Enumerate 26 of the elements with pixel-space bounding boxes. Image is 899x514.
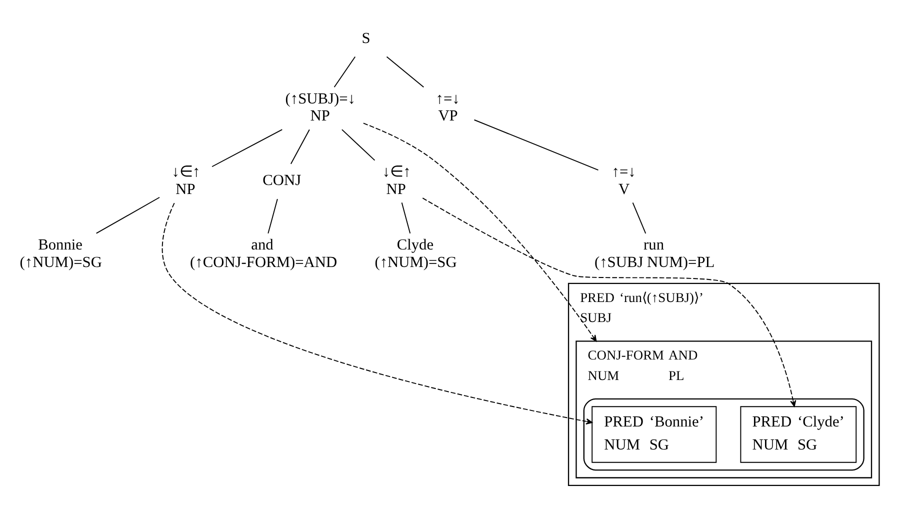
node-text: CONJ [262, 172, 302, 189]
node-text: ↓∈↑ NP [382, 163, 411, 198]
node-text: S [362, 29, 370, 46]
node-text: (↑SUBJ)=↓ NP [285, 90, 356, 124]
connector [268, 198, 278, 234]
connector [632, 202, 646, 234]
node-text: Clyde (↑NUM)=SG [374, 236, 457, 270]
connector [290, 128, 310, 164]
arrow [162, 202, 593, 424]
connector [334, 56, 356, 88]
node-text: and (↑CONJ-FORM)=AND [190, 236, 338, 270]
node-text: Bonnie (↑NUM)=SG [20, 236, 102, 270]
node-text: ↑=↓ V [612, 163, 636, 198]
connector [341, 128, 376, 160]
node-box: PRED ‘Clyde’ NUM SG [740, 406, 857, 462]
node-box: PRED ‘Bonnie’ NUM SG [592, 406, 717, 462]
node-text: ↑=↓ VP [436, 90, 460, 124]
arrow [362, 122, 597, 342]
connector [96, 196, 160, 234]
connector [401, 202, 411, 234]
node-text: run (↑SUBJ NUM)=PL [594, 236, 715, 270]
connector [212, 128, 283, 167]
node-text: ↓∈↑ NP [172, 163, 200, 198]
connector [474, 118, 599, 170]
connector [386, 56, 424, 88]
arrow [422, 197, 796, 406]
